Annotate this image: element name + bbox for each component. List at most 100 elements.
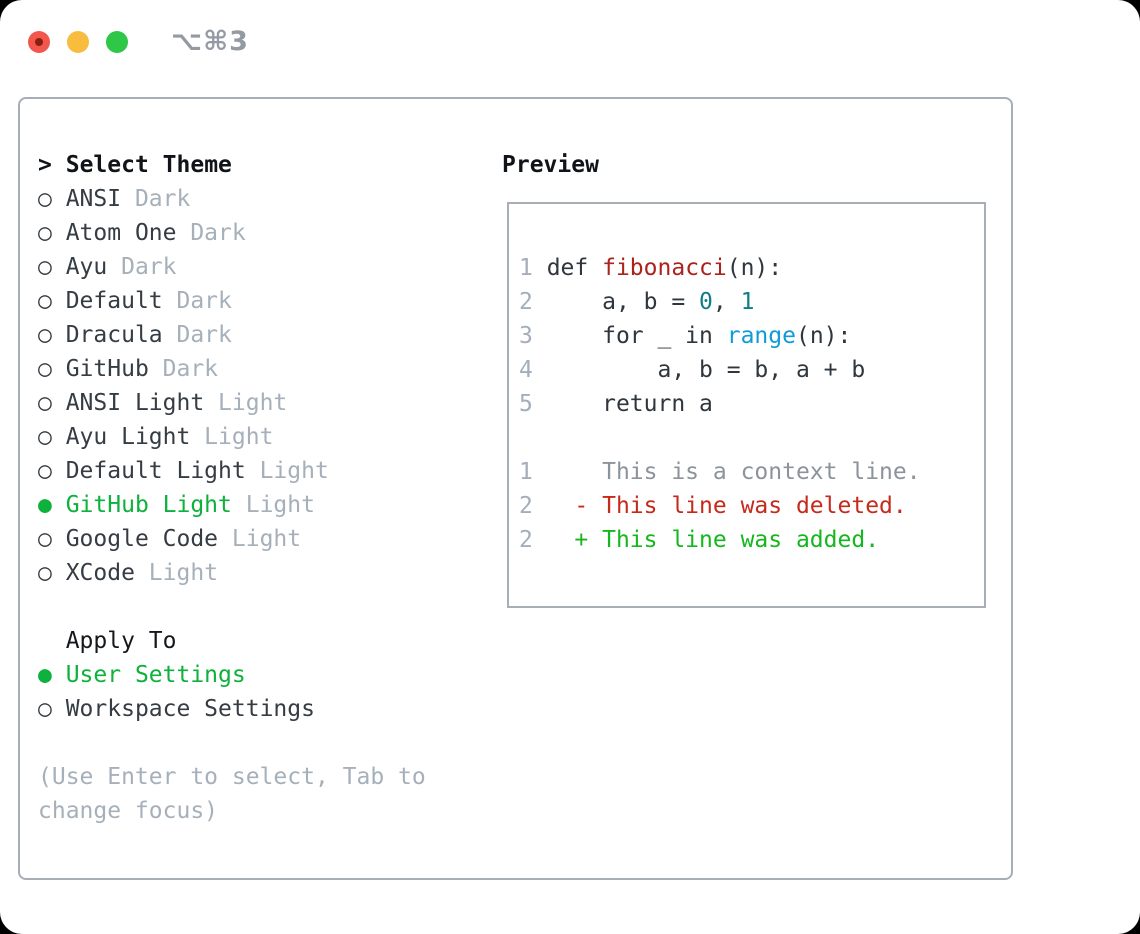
code-line: 3 for _ in range(n):	[519, 319, 984, 353]
theme-option[interactable]: ○ Ayu Light Light	[38, 420, 502, 454]
theme-option[interactable]: ○ Atom One Dark	[38, 216, 502, 250]
theme-variant: Dark	[176, 220, 246, 246]
theme-variant: Dark	[107, 254, 177, 280]
theme-variant: Dark	[121, 186, 191, 212]
apply-to-label: User Settings	[65, 662, 246, 688]
radio-icon: ○	[38, 288, 66, 314]
theme-option[interactable]: ○ Default Light Light	[38, 454, 502, 488]
apply-to-option[interactable]: ○ Workspace Settings	[38, 692, 502, 726]
theme-name: GitHub Light	[65, 492, 232, 518]
line-number: 5	[519, 391, 533, 417]
theme-list-pane: > Select Theme ○ ANSI Dark○ Atom One Dar…	[38, 148, 502, 878]
theme-name: ANSI Light	[65, 390, 205, 416]
radio-icon: ○	[38, 322, 66, 348]
theme-picker-panel: > Select Theme ○ ANSI Dark○ Atom One Dar…	[18, 97, 1013, 880]
line-number: 4	[519, 357, 533, 383]
radio-icon: ○	[38, 356, 66, 382]
help-hint: (Use Enter to select, Tab to change focu…	[38, 764, 426, 824]
apply-to-option[interactable]: ● User Settings	[38, 658, 502, 692]
theme-variant: Light	[190, 424, 274, 450]
minimize-button[interactable]	[67, 30, 89, 53]
radio-icon: ○	[38, 560, 66, 586]
theme-name: Dracula	[65, 322, 163, 348]
theme-variant: Dark	[148, 356, 219, 382]
theme-option[interactable]: ○ ANSI Light Light	[38, 386, 502, 420]
radio-selected-icon: ●	[38, 662, 66, 688]
line-number: 2	[519, 289, 533, 315]
close-button[interactable]	[28, 30, 50, 53]
theme-name: Ayu Light	[65, 424, 191, 450]
token-ctx: This is a context line.	[532, 459, 921, 485]
preview-pane: Preview 1 def fibonacci(n):2 a, b = 0, 1…	[502, 148, 1011, 878]
line-number: 2	[519, 493, 533, 519]
theme-option[interactable]: ○ Default Dark	[38, 284, 502, 318]
code-line: 4 a, b = b, a + b	[519, 353, 984, 387]
diff-added-line: 2 + This line was added.	[519, 523, 984, 557]
token-code: a, b =	[532, 289, 700, 315]
theme-variant: Light	[134, 560, 219, 586]
theme-name: Default	[65, 288, 163, 314]
apply-to-header: Apply To	[38, 624, 502, 658]
token-code: def	[532, 255, 603, 281]
line-number: 2	[519, 527, 533, 553]
theme-option[interactable]: ○ ANSI Dark	[38, 182, 502, 216]
spacer	[38, 726, 502, 760]
token-code: for _ in	[532, 323, 727, 349]
code-line: 5 return a	[519, 387, 984, 421]
titlebar: ⌥⌘3	[28, 26, 249, 57]
theme-variant: Light	[204, 390, 288, 416]
code-line: 1 def fibonacci(n):	[519, 251, 984, 285]
theme-list: ○ ANSI Dark○ Atom One Dark○ Ayu Dark○ De…	[38, 182, 502, 590]
token-builtin: range	[726, 323, 796, 349]
theme-option[interactable]: ○ GitHub Dark	[38, 352, 502, 386]
diff-deleted-line: 2 - This line was deleted.	[519, 489, 984, 523]
radio-icon: ○	[38, 526, 66, 552]
token-add: + This line was added.	[532, 527, 880, 553]
maximize-button[interactable]	[106, 30, 128, 53]
theme-variant: Dark	[162, 288, 232, 314]
window-shortcut-label: ⌥⌘3	[171, 26, 249, 57]
apply-to-list: ● User Settings○ Workspace Settings	[38, 658, 502, 726]
theme-name: Ayu	[65, 254, 108, 280]
token-code: a, b = b, a + b	[532, 357, 866, 383]
token-num: 1	[740, 289, 755, 315]
radio-icon: ○	[38, 390, 66, 416]
theme-variant: Light	[218, 526, 302, 552]
diff-context-line: 1 This is a context line.	[519, 455, 984, 489]
code-line: 2 a, b = 0, 1	[519, 285, 984, 319]
theme-name: ANSI	[65, 186, 122, 212]
token-del: - This line was deleted.	[532, 493, 907, 519]
theme-option[interactable]: ○ XCode Light	[38, 556, 502, 590]
theme-name: Default Light	[65, 458, 246, 484]
theme-option[interactable]: ○ Dracula Dark	[38, 318, 502, 352]
theme-option[interactable]: ○ Ayu Dark	[38, 250, 502, 284]
token-code: (n):	[795, 323, 852, 349]
theme-name: GitHub	[65, 356, 149, 382]
theme-name: Atom One	[65, 220, 177, 246]
radio-icon: ○	[38, 186, 66, 212]
token-func: fibonacci	[602, 255, 727, 281]
line-number: 1	[519, 255, 533, 281]
apply-to-label: Workspace Settings	[65, 696, 315, 722]
token-code: (n):	[726, 255, 783, 281]
token-code: ,	[712, 289, 741, 315]
theme-name: Google Code	[65, 526, 219, 552]
radio-icon: ○	[38, 458, 66, 484]
theme-variant: Light	[245, 458, 329, 484]
radio-selected-icon: ●	[38, 492, 66, 518]
theme-name: XCode	[65, 560, 135, 586]
preview-title: Preview	[502, 152, 599, 178]
theme-variant: Dark	[162, 322, 232, 348]
blank-line	[519, 421, 984, 455]
token-code: return a	[532, 391, 713, 417]
apply-to-title: Apply To	[65, 628, 177, 654]
select-theme-title: Select Theme	[65, 152, 232, 178]
spacer	[38, 590, 502, 624]
token-num: 0	[699, 289, 713, 315]
line-number: 3	[519, 323, 533, 349]
theme-option[interactable]: ● GitHub Light Light	[38, 488, 502, 522]
prompt-icon: >	[38, 152, 52, 178]
theme-option[interactable]: ○ Google Code Light	[38, 522, 502, 556]
select-theme-header: > Select Theme	[38, 148, 502, 182]
